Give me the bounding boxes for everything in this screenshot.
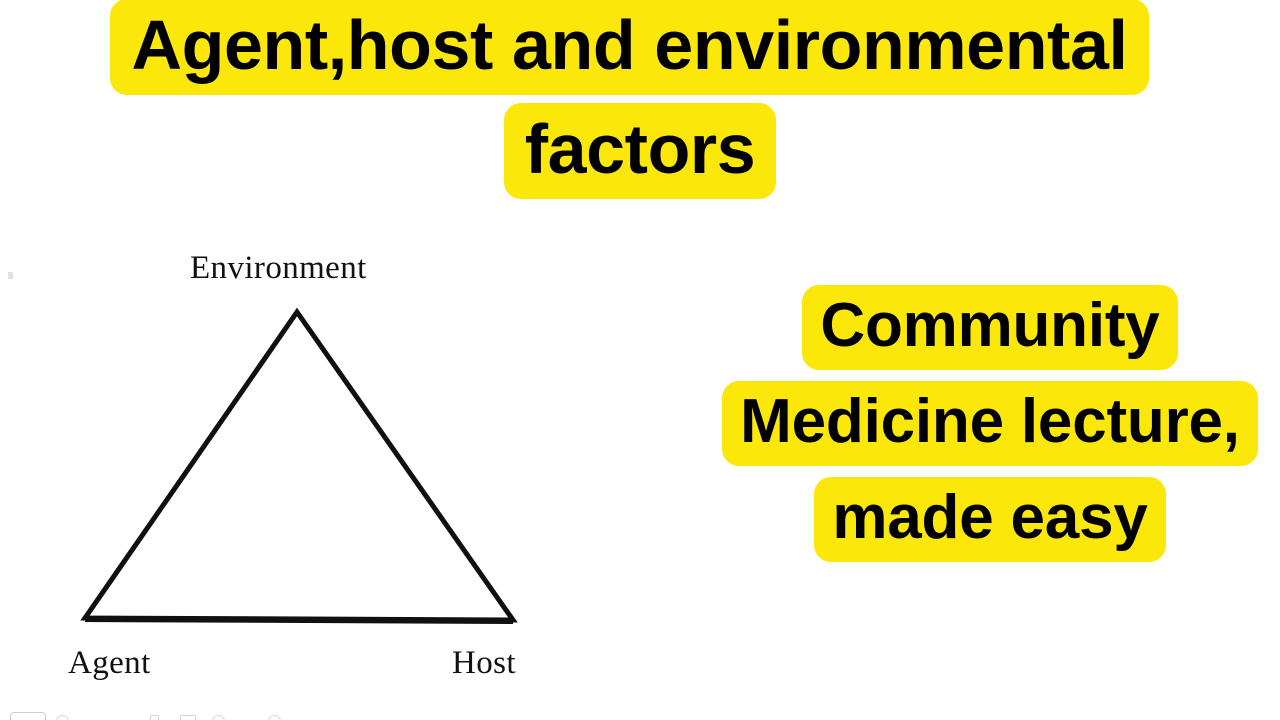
triangle-shape-icon [80, 307, 518, 624]
epidemiologic-triangle-figure: Environment Agent Host [40, 240, 580, 700]
toolbar-icon-1[interactable] [56, 715, 69, 720]
triangle-label-host: Host [452, 645, 516, 681]
toolbar-icon-2[interactable] [150, 715, 159, 720]
edge-artifact [8, 272, 13, 279]
toolbar-icon-3[interactable] [180, 715, 196, 720]
slide-title: Agent,host and environmental factors [0, 0, 1280, 201]
toolbar-chip[interactable] [10, 712, 46, 720]
cropped-bottom-toolbar [0, 711, 1280, 720]
promo-caption: Community Medicine lecture, made easy [700, 278, 1280, 566]
toolbar-icon-4[interactable] [212, 715, 225, 720]
slide-title-text: Agent,host and environmental factors [110, 0, 1149, 199]
triangle-label-environment: Environment [190, 250, 367, 286]
toolbar-icon-5[interactable] [268, 715, 281, 720]
promo-caption-text: Community Medicine lecture, made easy [721, 284, 1259, 563]
triangle-label-agent: Agent [68, 645, 151, 681]
